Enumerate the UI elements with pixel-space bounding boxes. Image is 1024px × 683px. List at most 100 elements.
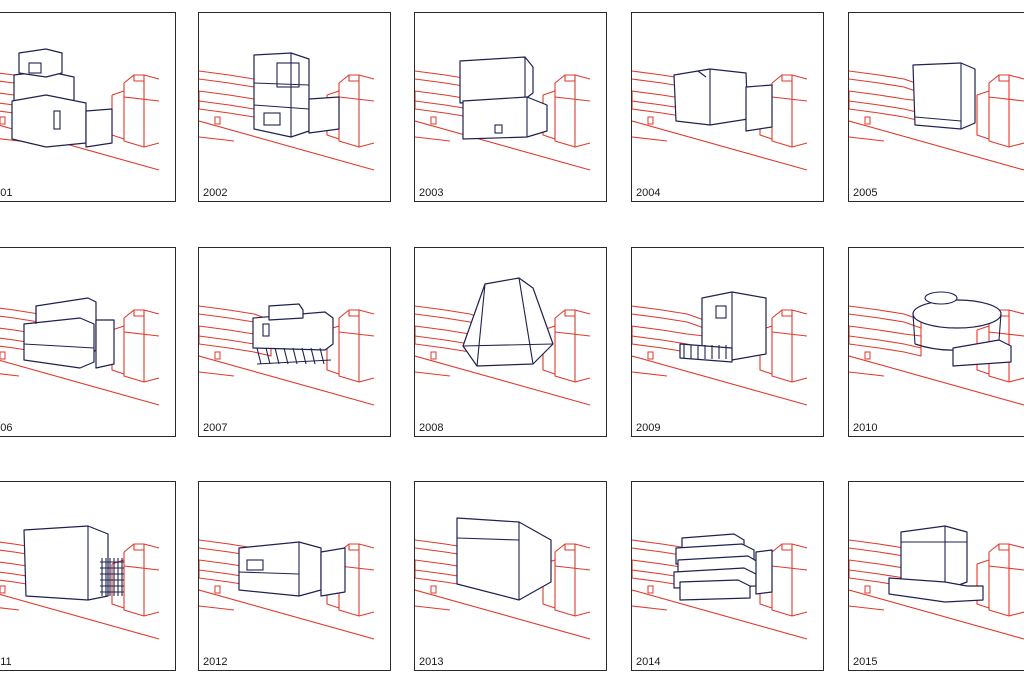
building-edge [456, 537, 520, 541]
context-bollard [647, 585, 654, 594]
site-drawing [849, 291, 1024, 406]
context-bollard [864, 351, 871, 360]
site-context [849, 305, 1024, 406]
year-label: 2001 [0, 187, 13, 199]
panel-2009: 2009 [631, 247, 824, 437]
building-edge [914, 116, 962, 122]
building-edge [697, 70, 707, 78]
street-edge-line [632, 136, 668, 142]
site-drawing [0, 48, 160, 171]
context-right-building [133, 75, 145, 82]
context-right-building [554, 543, 591, 553]
panel-2001: 2001 [0, 12, 176, 202]
building-annex [320, 547, 346, 597]
year-label: 2008 [419, 422, 444, 434]
panel-2005: 2005 [848, 12, 1024, 202]
building-annex [745, 84, 773, 132]
context-right-building [133, 310, 145, 317]
building-lower-slab [462, 96, 548, 140]
building-edge [256, 359, 332, 365]
building-annex [755, 549, 773, 595]
context-right-building [123, 565, 160, 571]
site-drawing [415, 56, 591, 171]
building-annex [95, 319, 115, 369]
building-cube-with-grid [23, 525, 124, 601]
context-right-building [338, 74, 375, 84]
context-right-building [564, 544, 576, 551]
context-right-building [338, 96, 375, 102]
year-label: 2004 [636, 187, 661, 199]
building-edge [274, 347, 280, 365]
context-right-building [554, 318, 591, 383]
year-label: 2003 [419, 187, 444, 199]
context-right-building [771, 543, 808, 553]
building-tower-on-glazed-base [679, 291, 767, 363]
building-stacked-layers [673, 533, 773, 601]
building-stacked-offset-boxes [253, 52, 340, 138]
context-bollard [430, 351, 437, 360]
building-edge [253, 82, 310, 86]
building-door [53, 110, 61, 130]
street-edge-line [849, 355, 1024, 406]
context-right-building [338, 331, 375, 337]
building-window [262, 323, 270, 337]
site-context [415, 305, 591, 406]
site-drawing [632, 68, 808, 171]
street-edge-line [632, 371, 668, 377]
building-opening [246, 559, 264, 571]
building-edge [476, 283, 486, 367]
context-bollard [430, 585, 437, 594]
site-drawing [415, 277, 591, 406]
year-label: 2009 [636, 422, 661, 434]
site-drawing [632, 291, 808, 406]
context-right-building [554, 552, 591, 617]
context-right-building [123, 83, 160, 148]
context-right-building [554, 74, 591, 84]
context-right-building [338, 318, 375, 383]
panel-2008: 2008 [414, 247, 607, 437]
context-right-building [771, 83, 808, 148]
building-curved-tiers [23, 297, 115, 369]
site-drawing [0, 525, 160, 640]
context-left-building [849, 70, 922, 102]
context-right-building [123, 96, 160, 102]
building-folded-box [673, 68, 773, 132]
context-right-building [133, 544, 145, 551]
context-right-building [338, 83, 375, 148]
context-right-building [123, 318, 160, 383]
context-right-building [998, 75, 1010, 82]
building-pyramid [462, 277, 554, 367]
street-edge-line [632, 589, 808, 640]
building-main-volume [673, 68, 749, 126]
street-edge-line [0, 607, 20, 611]
panel-2012: 2012 [198, 481, 391, 671]
building-edge [998, 313, 1002, 341]
site-drawing [632, 533, 808, 640]
building-cube [23, 525, 109, 601]
building-slab-on-columns [252, 303, 334, 365]
street-edge-line [849, 605, 885, 611]
context-right-building [976, 564, 990, 609]
context-left-building [849, 326, 922, 357]
street-edge-line [199, 589, 375, 640]
building-tower-with-podium [888, 525, 984, 603]
building-edge [912, 313, 916, 345]
building-edge [319, 347, 325, 365]
building-annex [85, 108, 113, 148]
building-drum-top [912, 299, 1002, 329]
context-right-building [988, 96, 1024, 102]
street-edge-line [632, 355, 808, 406]
context-right-building [976, 90, 990, 96]
context-left-building [849, 335, 922, 349]
context-right-building [976, 559, 990, 565]
street-edge-line [632, 605, 668, 611]
building-edge [518, 277, 534, 365]
site-drawing [415, 517, 591, 640]
context-right-building [976, 95, 990, 140]
building-cube [912, 62, 976, 130]
panel-2003: 2003 [414, 12, 607, 202]
context-right-building [123, 331, 160, 337]
context-right-building [988, 565, 1024, 571]
street-edge-line [415, 136, 451, 142]
